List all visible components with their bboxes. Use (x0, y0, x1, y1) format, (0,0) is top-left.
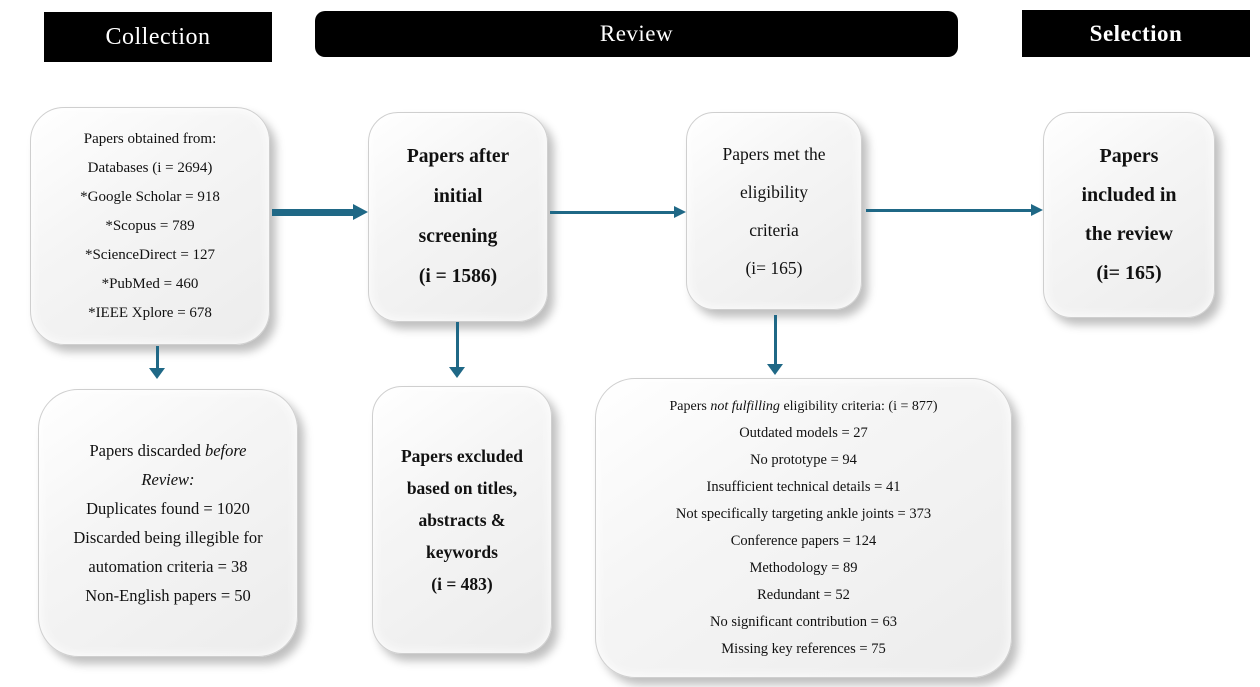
box-papers-met-eligibility: Papers met the eligibility criteria (i= … (686, 112, 862, 310)
text-segment-italic: Review: (141, 470, 195, 489)
header-selection: Selection (1022, 10, 1250, 57)
text-line: the review (1085, 223, 1173, 245)
text-line: Papers (1099, 145, 1159, 167)
box-papers-excluded: Papers excluded based on titles, abstrac… (372, 386, 552, 654)
text-segment: Papers (669, 399, 711, 414)
text-line: included in (1081, 184, 1177, 206)
text-line: Outdated models = 27 (739, 425, 868, 441)
text-line: Databases (i = 2694) (87, 159, 213, 176)
arrow-shaft (550, 210, 674, 214)
text-line: Papers obtained from: (83, 130, 217, 147)
arrow-screening-to-excluded (449, 322, 465, 378)
arrow-eligibility-to-notfulfilling (767, 315, 783, 375)
arrow-head-right-icon (353, 204, 368, 220)
arrow-head-down-icon (449, 367, 465, 378)
text-line: eligibility (739, 182, 809, 202)
text-line: Discarded being illegible for (73, 528, 263, 547)
text-line: Missing key references = 75 (721, 641, 886, 657)
arrow-shaft (272, 208, 353, 216)
text-segment-italic: before (204, 441, 247, 460)
header-collection: Collection (44, 12, 272, 62)
text-segment: eligibility criteria: (i = 877) (779, 399, 938, 414)
arrow-obtained-to-discarded (149, 346, 165, 379)
text-line: *PubMed = 460 (101, 275, 199, 292)
text-line: (i = 483) (431, 574, 493, 594)
text-segment: Papers discarded (89, 441, 205, 460)
text-line: No prototype = 94 (750, 452, 857, 468)
text-line: No significant contribution = 63 (710, 614, 897, 630)
box-papers-after-screening: Papers after initial screening (i = 1586… (368, 112, 548, 322)
arrow-shaft (773, 315, 777, 364)
text-line: Methodology = 89 (749, 560, 858, 576)
text-line: Duplicates found = 1020 (86, 499, 250, 518)
text-line: Review: (39, 465, 297, 494)
text-line: *Scopus = 789 (105, 217, 195, 234)
text-line: abstracts & (418, 510, 506, 530)
arrow-shaft (155, 346, 159, 368)
text-line: Insufficient technical details = 41 (706, 479, 901, 495)
text-line: Not specifically targeting ankle joints … (675, 506, 932, 522)
text-line: automation criteria = 38 (88, 557, 248, 576)
box-papers-included: Papers included in the review (i= 165) (1043, 112, 1215, 318)
arrow-screening-to-eligibility (550, 206, 686, 218)
text-line: screening (418, 226, 498, 247)
text-line: *Google Scholar = 918 (80, 188, 220, 205)
text-line: Papers after (406, 146, 510, 167)
text-line: (i = 1586) (418, 266, 498, 287)
text-line: Redundant = 52 (757, 587, 850, 603)
arrow-head-down-icon (149, 368, 165, 379)
text-line: Papers excluded (400, 446, 523, 466)
text-line: (i= 165) (745, 258, 803, 278)
box-papers-obtained: Papers obtained from: Databases (i = 269… (30, 107, 270, 345)
arrow-shaft (866, 208, 1031, 212)
text-line: criteria (749, 220, 799, 240)
text-line: Papers not fulfilling eligibility criter… (596, 393, 1011, 420)
box-papers-not-fulfilling: Papers not fulfilling eligibility criter… (595, 378, 1012, 678)
text-line: keywords (426, 542, 498, 562)
text-line: based on titles, (406, 478, 518, 498)
text-line: Conference papers = 124 (730, 533, 877, 549)
arrow-obtained-to-screening (272, 204, 368, 220)
arrow-shaft (455, 322, 459, 367)
text-line: initial (433, 186, 483, 207)
text-line: (i= 165) (1096, 262, 1162, 284)
text-segment-italic: not fulfilling (710, 399, 780, 414)
text-line: *ScienceDirect = 127 (84, 246, 216, 263)
arrow-head-right-icon (674, 206, 686, 218)
text-line: Papers discarded before (39, 436, 297, 465)
text-line: Papers met the (722, 144, 826, 164)
text-line: *IEEE Xplore = 678 (88, 304, 212, 321)
header-review: Review (315, 11, 958, 57)
arrow-head-right-icon (1031, 204, 1043, 216)
box-papers-discarded: Papers discarded before Review: Duplicat… (38, 389, 298, 657)
text-line: Non-English papers = 50 (85, 586, 251, 605)
arrow-head-down-icon (767, 364, 783, 375)
arrow-eligibility-to-included (866, 204, 1043, 216)
